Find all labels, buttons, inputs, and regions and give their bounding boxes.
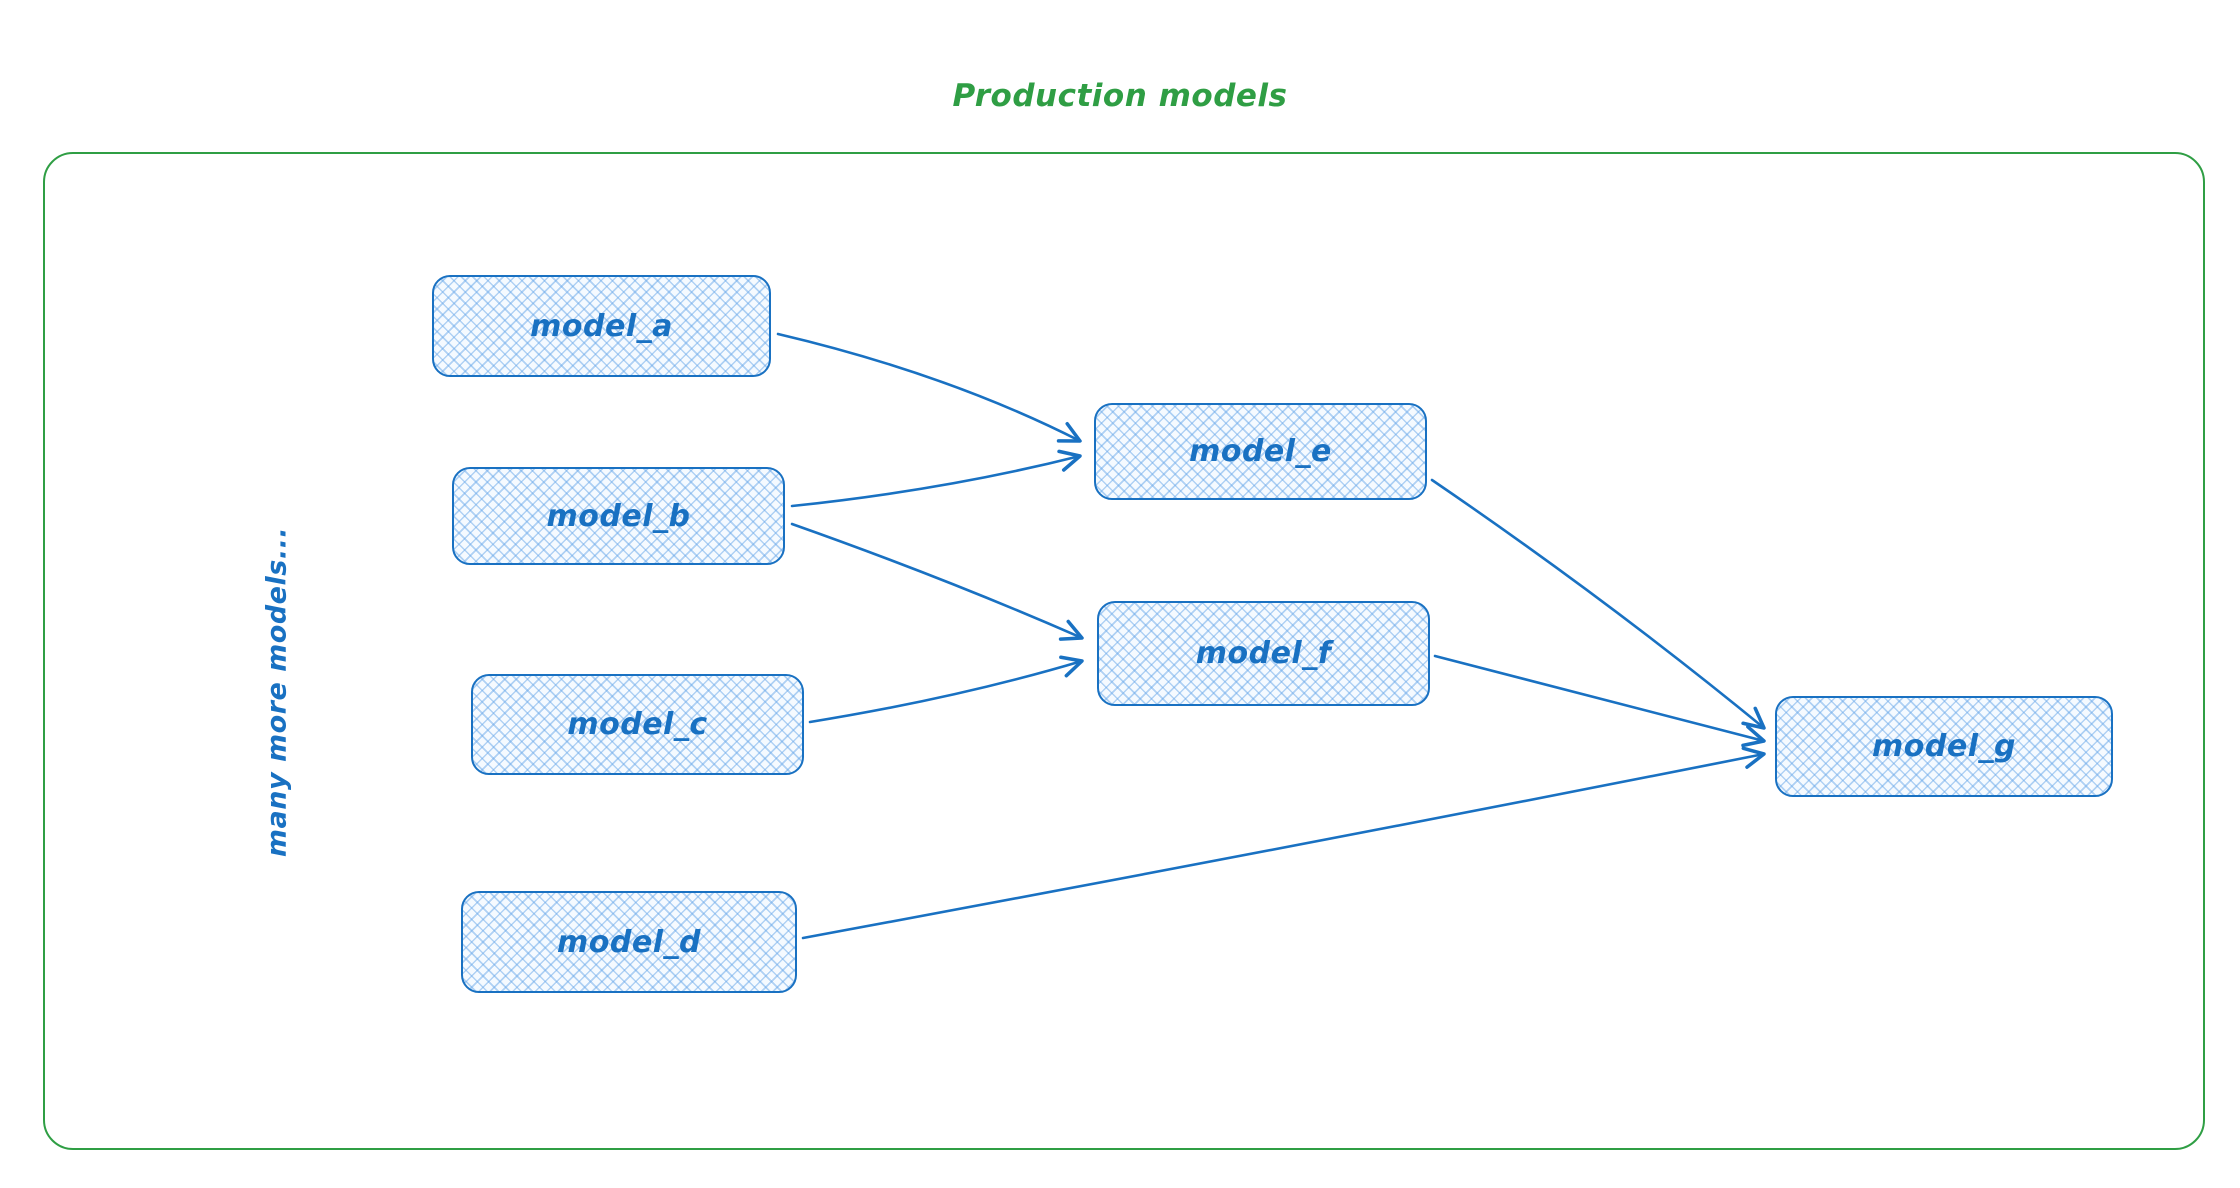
node-model-b: model_b: [452, 467, 785, 565]
arrow-model-b-to-model-e: [790, 449, 1082, 508]
arrow-model-d-to-model-g: [801, 746, 1766, 940]
diagram-title: Production models: [952, 78, 1288, 114]
node-model-f: model_f: [1097, 601, 1430, 706]
node-label: model_b: [546, 498, 691, 534]
arrow-model-a-to-model-e: [776, 332, 1082, 443]
node-model-d: model_d: [461, 891, 797, 993]
arrow-model-b-to-model-f: [790, 522, 1084, 641]
arrow-model-f-to-model-g: [1433, 654, 1766, 748]
node-label: model_f: [1195, 636, 1332, 671]
node-model-g: model_g: [1775, 696, 2113, 797]
node-label: model_e: [1189, 434, 1332, 469]
node-label: model_c: [567, 707, 708, 742]
node-label: model_a: [530, 308, 673, 344]
arrow-model-e-to-model-g: [1430, 478, 1766, 730]
node-model-c: model_c: [471, 674, 804, 775]
arrow-model-c-to-model-f: [808, 655, 1084, 724]
node-label: model_d: [557, 924, 701, 960]
node-model-e: model_e: [1094, 403, 1427, 500]
production-models-frame: [43, 152, 2205, 1150]
node-label: model_g: [1872, 729, 2016, 764]
node-model-a: model_a: [432, 275, 771, 377]
